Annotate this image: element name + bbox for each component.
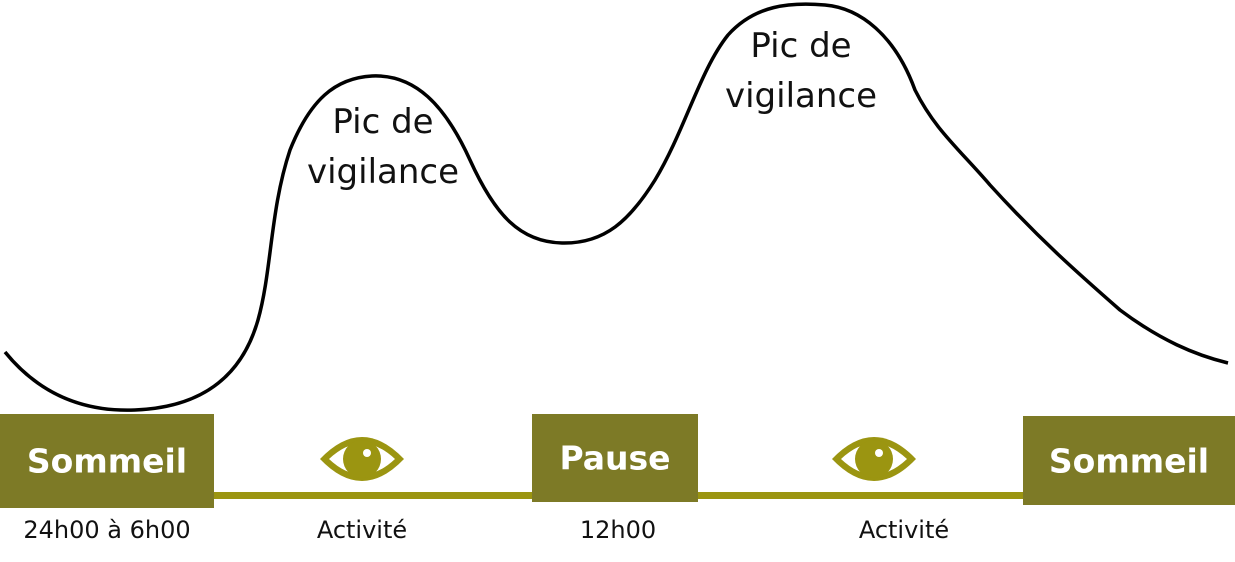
- peak-label-1-line1: Pic de: [332, 102, 433, 142]
- connector-bar-1: [213, 492, 533, 499]
- caption-activite-1: Activité: [317, 516, 407, 544]
- peak-label-2-line1: Pic de: [750, 26, 851, 66]
- caption-sommeil-time: 24h00 à 6h00: [23, 516, 190, 544]
- vigilance-curve: [3, 2, 1229, 412]
- caption-activite-2: Activité: [859, 516, 949, 544]
- peak-label-2-line2: vigilance: [725, 76, 877, 116]
- block-label-sommeil-end: Sommeil: [1049, 442, 1209, 481]
- block-pause: Pause: [532, 414, 698, 502]
- peak-label-2: Pic de vigilance: [725, 26, 877, 116]
- eye-icon: [832, 437, 916, 481]
- block-sommeil-end: Sommeil: [1023, 416, 1235, 505]
- peak-label-1: Pic de vigilance: [307, 102, 459, 192]
- caption-pause-time: 12h00: [580, 516, 656, 544]
- connector-bar-2: [698, 492, 1024, 499]
- block-label-pause: Pause: [559, 439, 670, 478]
- block-label-sommeil-start: Sommeil: [27, 442, 187, 481]
- peak-label-1-line2: vigilance: [307, 152, 459, 192]
- eye-icon: [320, 437, 404, 481]
- block-sommeil-start: Sommeil: [0, 414, 214, 508]
